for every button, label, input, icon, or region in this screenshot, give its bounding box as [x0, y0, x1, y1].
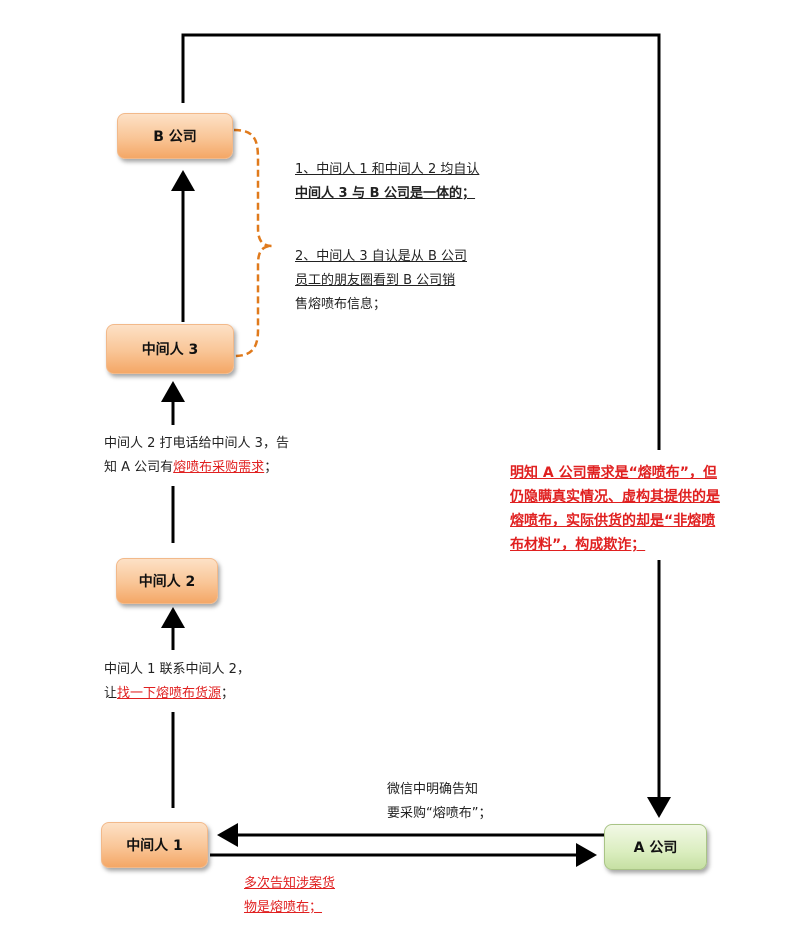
- repeat-note-line-1: 多次告知涉案货: [244, 876, 336, 891]
- call-note-line-1: 中间人 2 打电话给中间人 3，告: [104, 436, 289, 451]
- contact-note-line-2: 让找一下熔喷布货源；: [104, 682, 250, 706]
- contact-note-highlight: 找一下熔喷布货源: [117, 686, 222, 701]
- node-middleman-1-label: 中间人 1: [126, 838, 183, 854]
- fraud-note: 明知 A 公司需求是“熔喷布”，但 仍隐瞒真实情况、虚构其提供的是 熔喷布，实际…: [510, 461, 720, 557]
- wechat-note: 微信中明确告知 要采购“熔喷布”；: [387, 778, 491, 826]
- note-1-line-2: 中间人 3 与 B 公司是一体的；: [295, 186, 476, 201]
- fraud-path-connector: [181, 33, 661, 450]
- node-company-b-label: B 公司: [153, 129, 197, 145]
- call-note-suffix: ；: [264, 460, 278, 475]
- note-2: 2、中间人 3 自认是从 B 公司 员工的朋友圈看到 B 公司销 售熔喷布信息；: [295, 245, 467, 317]
- call-note-line-2: 知 A 公司有熔喷布采购需求；: [104, 456, 289, 480]
- wechat-note-line-2: 要采购“熔喷布”；: [387, 806, 492, 821]
- contact-note-line-1: 中间人 1 联系中间人 2，: [104, 662, 250, 677]
- note-2-line-1: 2、中间人 3 自认是从 B 公司: [295, 249, 467, 264]
- note-2-line-2: 员工的朋友圈看到 B 公司销: [295, 273, 456, 288]
- repeat-note: 多次告知涉案货 物是熔喷布；: [244, 872, 335, 920]
- fraud-note-line-2: 仍隐瞒真实情况、虚构其提供的是: [510, 489, 720, 505]
- wechat-note-line-1: 微信中明确告知: [387, 782, 479, 797]
- node-middleman-1: 中间人 1: [101, 822, 208, 868]
- node-company-a: A 公司: [604, 824, 707, 870]
- contact-note: 中间人 1 联系中间人 2， 让找一下熔喷布货源；: [104, 658, 250, 706]
- call-note-highlight: 熔喷布采购需求: [173, 460, 265, 475]
- call-note: 中间人 2 打电话给中间人 3，告 知 A 公司有熔喷布采购需求；: [104, 432, 289, 480]
- contact-note-suffix: ；: [221, 686, 235, 701]
- repeat-note-line-2: 物是熔喷布；: [244, 896, 335, 920]
- note-2-line-3: 售熔喷布信息；: [295, 297, 387, 312]
- node-middleman-2: 中间人 2: [116, 558, 218, 604]
- node-middleman-3: 中间人 3: [106, 324, 234, 374]
- node-company-a-label: A 公司: [633, 840, 678, 856]
- call-note-prefix: 知 A 公司有: [104, 460, 174, 475]
- dashed-brace: [233, 128, 273, 358]
- node-company-b: B 公司: [117, 113, 233, 159]
- fraud-note-line-4: 布材料”，构成欺诈；: [510, 537, 646, 553]
- node-middleman-3-label: 中间人 3: [141, 342, 199, 358]
- note-1-line-1: 1、中间人 1 和中间人 2 均自认: [295, 162, 480, 177]
- note-1: 1、中间人 1 和中间人 2 均自认 中间人 3 与 B 公司是一体的；: [295, 158, 479, 206]
- fraud-note-line-3: 熔喷布，实际供货的却是“非熔喷: [510, 513, 716, 529]
- repeat-note-line-2-text: 物是熔喷布；: [244, 900, 323, 915]
- fraud-note-line-1: 明知 A 公司需求是“熔喷布”，但: [510, 465, 717, 481]
- contact-note-prefix: 让: [104, 686, 118, 701]
- node-middleman-2-label: 中间人 2: [138, 574, 196, 590]
